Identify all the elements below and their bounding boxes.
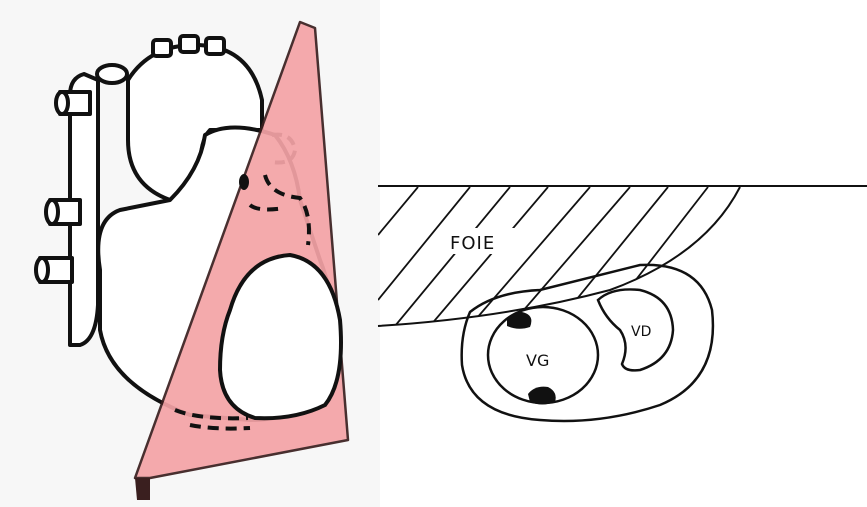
right-ventricle-label: VD <box>631 324 651 340</box>
aortic-branches <box>153 36 224 56</box>
left-ventricle-label: VG <box>526 351 549 370</box>
plane-edge <box>135 478 150 500</box>
papillary-muscle-top <box>507 312 531 329</box>
liver-label: FOIE <box>450 233 495 254</box>
liver-region <box>378 187 748 326</box>
section-illustration: FOIE VG VD <box>378 186 867 421</box>
posterior-notch <box>239 174 249 190</box>
heart-illustration <box>0 0 380 507</box>
